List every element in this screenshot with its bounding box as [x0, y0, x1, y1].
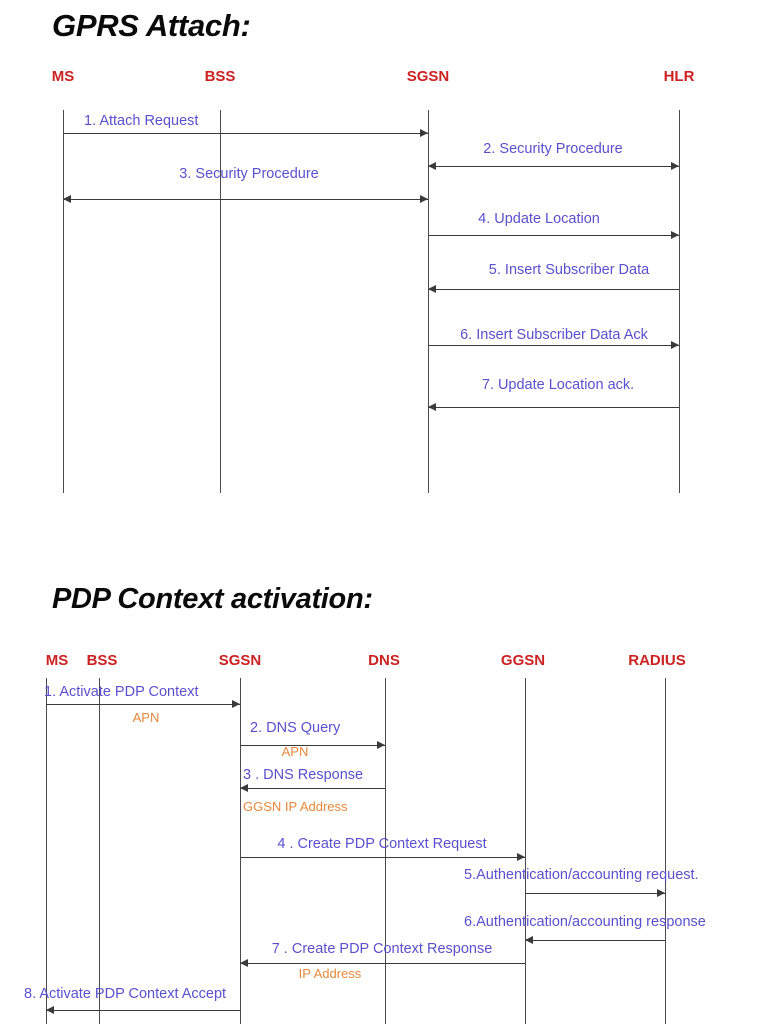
message-label-8-d2: 8. Activate PDP Context Accept [24, 986, 227, 1002]
message-label-3-d2: 3 . DNS Response [243, 767, 364, 783]
message-line-1-d2 [46, 704, 240, 705]
message-label-4-d2: 4 . Create PDP Context Request [277, 836, 487, 852]
message-line-2-d2 [240, 745, 385, 746]
gprs-attach-title: GPRS Attach: [52, 8, 251, 43]
message-label-1-d2: 1. Activate PDP Context [44, 684, 199, 700]
message-line-5-d2 [525, 893, 665, 894]
lifeline-hlr-d1 [679, 110, 680, 493]
message-label-1-d1: 1. Attach Request [84, 113, 199, 129]
actor-label-sgsn-d1: SGSN [406, 68, 450, 85]
message-line-1-d1 [63, 133, 428, 134]
message-label-6-d2: 6.Authentication/accounting response [464, 914, 706, 930]
lifeline-ms-d2 [46, 678, 47, 1024]
lifeline-dns-d2 [385, 678, 386, 1024]
arrow-right-icon-1-d1 [420, 129, 428, 137]
message-sublabel-7-d2: IP Address [298, 966, 362, 981]
message-label-4-d1: 4. Update Location [478, 211, 600, 227]
arrow-right-icon-4-d1 [671, 231, 679, 239]
actor-label-hlr-d1: HLR [663, 68, 695, 85]
arrow-left-icon-7-d2 [240, 959, 248, 967]
message-line-4-d1 [428, 235, 679, 236]
message-line-4-d2 [240, 857, 525, 858]
lifeline-ms-d1 [63, 110, 64, 493]
lifeline-ggsn-d2 [525, 678, 526, 1024]
message-label-2-d1: 2. Security Procedure [483, 141, 623, 157]
message-line-3-d1 [63, 199, 428, 200]
message-label-5-d1: 5. Insert Subscriber Data [488, 262, 650, 278]
arrow-right-icon-4-d2 [517, 853, 525, 861]
message-sublabel-2-d2: APN [281, 744, 309, 759]
message-label-2-d2: 2. DNS Query [250, 720, 341, 736]
lifeline-sgsn-d2 [240, 678, 241, 1024]
lifeline-sgsn-d1 [428, 110, 429, 493]
actor-label-ggsn-d2: GGSN [500, 652, 546, 669]
actor-label-ms-d1: MS [51, 68, 75, 85]
message-line-6-d1 [428, 345, 679, 346]
message-line-5-d1 [428, 289, 679, 290]
arrow-right-icon-1-d2 [232, 700, 240, 708]
message-line-7-d1 [428, 407, 679, 408]
message-line-6-d2 [525, 940, 665, 941]
pdp-context-activation-title: PDP Context activation: [52, 583, 373, 615]
message-sublabel-3-d2: GGSN IP Address [243, 799, 348, 814]
arrow-left-icon-6-d2 [525, 936, 533, 944]
actor-label-radius-d2: RADIUS [628, 652, 686, 669]
message-label-6-d1: 6. Insert Subscriber Data Ack [460, 327, 648, 343]
arrow-left-icon-7-d1 [428, 403, 436, 411]
lifeline-bss-d1 [220, 110, 221, 493]
message-label-7-d1: 7. Update Location ack. [481, 377, 635, 393]
arrow-left-icon-5-d1 [428, 285, 436, 293]
arrow-right-icon-5-d2 [657, 889, 665, 897]
arrow-right-icon-2-d1 [671, 162, 679, 170]
actor-label-bss-d2: BSS [86, 652, 118, 669]
arrow-left-icon-3-d2 [240, 784, 248, 792]
arrow-left-icon-3-d1 [63, 195, 71, 203]
lifeline-bss-d2 [99, 678, 100, 1024]
arrow-left-icon-2-d1 [428, 162, 436, 170]
arrow-left-icon-8-d2 [46, 1006, 54, 1014]
arrow-right-icon-6-d1 [671, 341, 679, 349]
message-label-5-d2: 5.Authentication/accounting request. [464, 867, 699, 883]
message-label-3-d1: 3. Security Procedure [179, 166, 319, 182]
lifeline-radius-d2 [665, 678, 666, 1024]
actor-label-ms-d2: MS [45, 652, 69, 669]
actor-label-sgsn-d2: SGSN [218, 652, 262, 669]
message-line-7-d2 [240, 963, 525, 964]
arrow-right-icon-3-d1 [420, 195, 428, 203]
message-sublabel-1-d2: APN [132, 710, 160, 725]
arrow-right-icon-2-d2 [377, 741, 385, 749]
actor-label-dns-d2: DNS [368, 652, 400, 669]
message-line-2-d1 [428, 166, 679, 167]
message-line-3-d2 [240, 788, 385, 789]
message-line-8-d2 [46, 1010, 240, 1011]
actor-label-bss-d1: BSS [204, 68, 236, 85]
message-label-7-d2: 7 . Create PDP Context Response [271, 941, 493, 957]
